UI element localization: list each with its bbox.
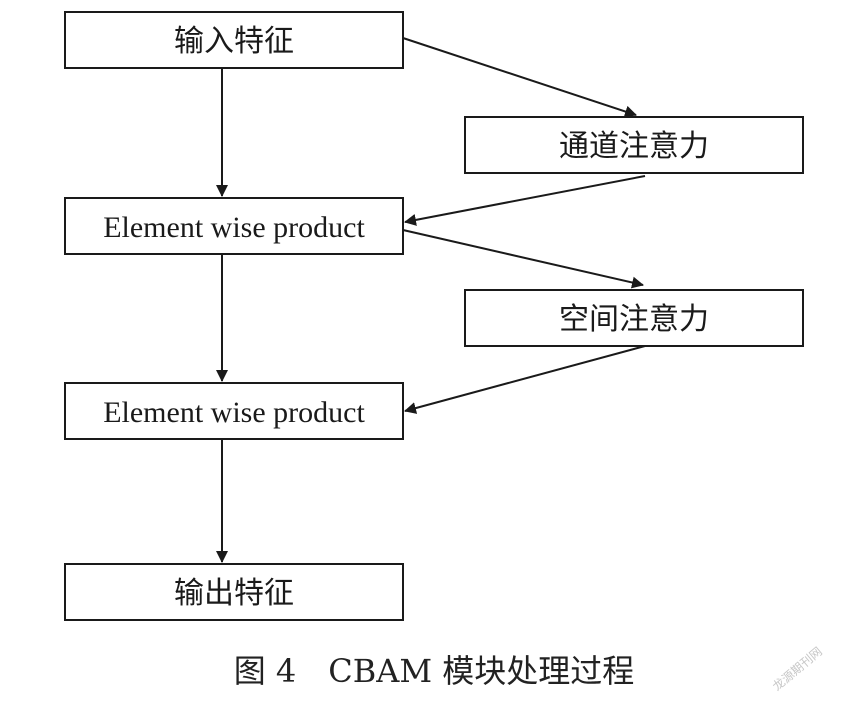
node-element-wise-2: Element wise product (64, 382, 404, 440)
node-channel-attention-label: 通道注意力 (559, 129, 709, 164)
edge-spatial-to-product2 (404, 345, 646, 414)
edge-channel-to-product1 (404, 175, 646, 226)
watermark: 龙源期刊网 (770, 644, 825, 693)
node-channel-attention: 通道注意力 (464, 116, 804, 174)
node-element-wise-1-label: Element wise product (103, 211, 365, 244)
node-output-feature-label: 输出特征 (174, 576, 294, 611)
node-element-wise-2-label: Element wise product (103, 396, 365, 429)
node-spatial-attention: 空间注意力 (464, 289, 804, 347)
node-input-feature: 输入特征 (64, 11, 404, 69)
node-input-feature-label: 输入特征 (174, 24, 294, 59)
node-element-wise-1: Element wise product (64, 197, 404, 255)
figure-caption: 图 4 CBAM 模块处理过程 (234, 652, 635, 690)
node-output-feature: 输出特征 (64, 563, 404, 621)
edge-product1-to-spatial (402, 229, 644, 289)
edge-input-to-channel (402, 37, 637, 118)
node-spatial-attention-label: 空间注意力 (559, 302, 709, 337)
